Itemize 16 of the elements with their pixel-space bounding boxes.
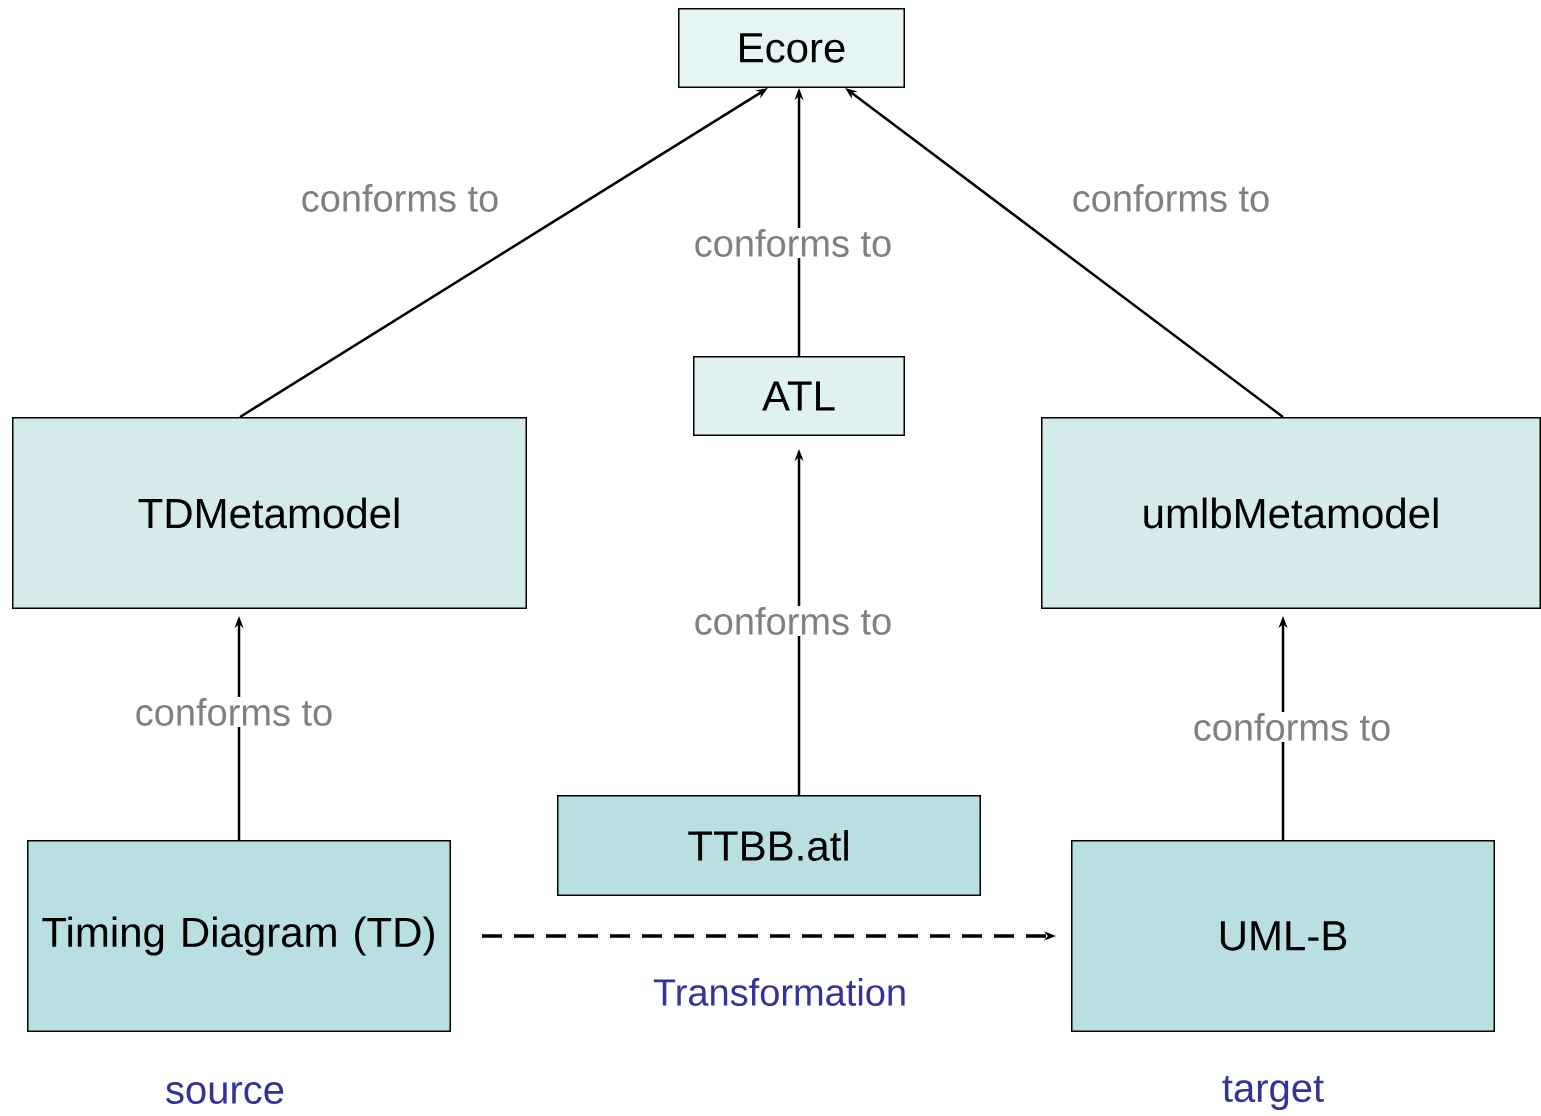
edge-label: conforms to <box>299 183 501 213</box>
process-box: UML-B <box>1071 840 1495 1032</box>
caption-text: target <box>1222 1075 1324 1111</box>
process-box: ATL <box>693 356 905 436</box>
edge-label: conforms to <box>692 228 894 258</box>
process-box: Timing Diagram (TD) <box>27 840 451 1032</box>
edge-label: conforms to <box>133 697 335 727</box>
edge-label: conforms to <box>1070 183 1272 213</box>
process-box: Ecore <box>678 8 905 88</box>
process-box: umlbMetamodel <box>1041 417 1541 609</box>
process-box: TTBB.atl <box>557 795 981 896</box>
edge-label: Transformation <box>651 977 909 1007</box>
edge-label: conforms to <box>1191 712 1393 742</box>
process-box: TDMetamodel <box>12 417 527 609</box>
edge-label: conforms to <box>692 606 894 636</box>
caption-text: source <box>166 1082 284 1104</box>
